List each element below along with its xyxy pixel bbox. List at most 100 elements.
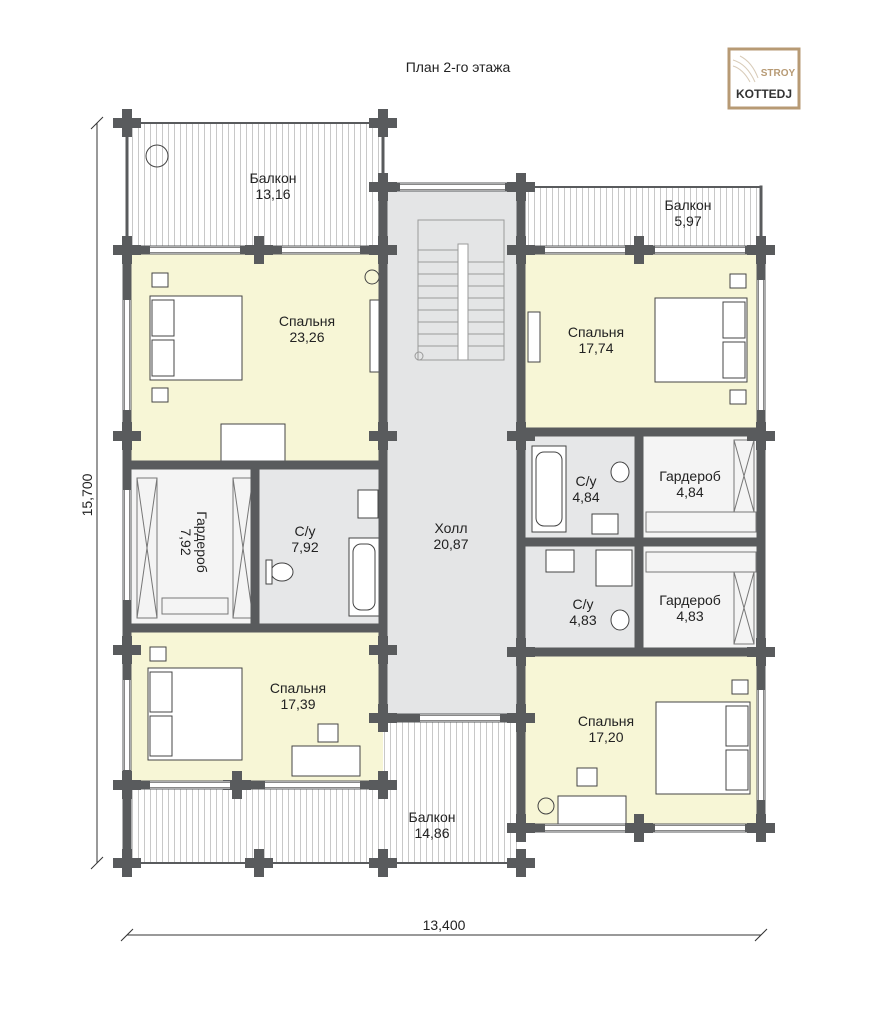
log-corner-post — [369, 771, 397, 799]
log-corner-post — [507, 704, 535, 732]
room-name: Спальня — [578, 713, 634, 729]
window — [545, 824, 625, 832]
staircase — [414, 219, 505, 361]
window — [545, 246, 625, 254]
balcony-top-left — [127, 123, 383, 250]
room-name: Спальня — [279, 313, 335, 329]
log-corner-post — [369, 704, 397, 732]
room-name: Спальня — [270, 680, 326, 696]
toilet-icon — [610, 461, 630, 483]
window — [150, 781, 230, 789]
room-name: Гардероб — [659, 592, 721, 608]
log-corner-post — [369, 636, 397, 664]
room-area: 17,20 — [588, 729, 623, 745]
pillow-icon — [725, 705, 749, 747]
log-corner-post — [245, 236, 273, 264]
log-corner-post — [369, 849, 397, 877]
room-area: 4,84 — [676, 484, 703, 500]
log-corner-post — [507, 638, 535, 666]
log-corner-post — [369, 109, 397, 137]
log-corner-post — [113, 109, 141, 137]
log-corner-post — [747, 638, 775, 666]
log-corner-post — [507, 173, 535, 201]
room-area: 20,87 — [433, 536, 468, 552]
log-corner-post — [223, 771, 251, 799]
log-corner-post — [369, 236, 397, 264]
toilet-tank-icon — [265, 559, 273, 585]
nightstand-icon — [151, 387, 169, 403]
pillow-icon — [151, 339, 175, 377]
plan-title: План 2-го этажа — [406, 59, 511, 75]
room-area: 17,39 — [280, 696, 315, 712]
window — [123, 300, 131, 410]
window — [420, 714, 500, 722]
room-area: 14,86 — [414, 825, 449, 841]
room-area: 4,84 — [572, 489, 599, 505]
room-area: 17,74 — [578, 340, 613, 356]
window — [655, 824, 745, 832]
toilet-icon — [270, 562, 294, 582]
nightstand-icon — [151, 272, 169, 288]
log-corner-post — [113, 771, 141, 799]
table-set-icon — [145, 144, 169, 168]
pillow-icon — [725, 749, 749, 791]
log-corner-post — [113, 236, 141, 264]
logo-lines-icon — [732, 55, 759, 83]
logo: STROY KOTTEDJ — [727, 47, 801, 110]
room-name: С/у — [295, 523, 316, 539]
room-name: Гардероб — [194, 511, 210, 573]
room-area: 5,97 — [674, 213, 701, 229]
pillow-icon — [149, 715, 173, 757]
room-area: 13,16 — [255, 186, 290, 202]
windows-and-doors — [123, 183, 765, 832]
window — [282, 246, 360, 254]
logo-line2: KOTTEDJ — [736, 87, 792, 101]
log-corner-post — [507, 814, 535, 842]
nightstand-icon — [149, 646, 167, 662]
plant-icon — [537, 797, 555, 815]
dresser-icon — [527, 311, 541, 363]
room-name: С/у — [573, 596, 594, 612]
shower-icon — [595, 549, 633, 587]
room-area: 4,83 — [676, 608, 703, 624]
furniture — [145, 144, 751, 827]
log-corner-post — [747, 422, 775, 450]
room-name: Гардероб — [659, 468, 721, 484]
log-corner-post — [625, 236, 653, 264]
window — [123, 680, 131, 770]
bathtub-inner-icon — [352, 543, 376, 611]
room-name: Балкон — [250, 170, 297, 186]
pillow-icon — [151, 299, 175, 337]
log-corner-post — [747, 236, 775, 264]
sink-icon — [357, 489, 379, 519]
logo-line1: STROY — [761, 68, 796, 79]
pillow-icon — [722, 341, 746, 379]
room-area: 4,83 — [569, 612, 596, 628]
room-name: Спальня — [568, 324, 624, 340]
log-corner-post — [507, 849, 535, 877]
nightstand-icon — [731, 679, 749, 695]
room-name: Балкон — [665, 197, 712, 213]
wardrobe-7-92-floor — [127, 465, 255, 628]
window — [123, 490, 131, 600]
sofa-icon — [220, 423, 286, 463]
sink-icon — [545, 549, 575, 573]
log-corner-post — [113, 422, 141, 450]
desk-icon — [557, 795, 627, 827]
window — [150, 246, 240, 254]
room-name: С/у — [576, 473, 597, 489]
dimension-width: 13,400 — [423, 917, 466, 933]
room-name: Холл — [435, 520, 468, 536]
log-corner-post — [113, 636, 141, 664]
logo-frame — [727, 47, 801, 110]
room-area: 7,92 — [291, 539, 318, 555]
dimension-lines — [90, 116, 768, 942]
log-corner-post — [369, 422, 397, 450]
desk-icon — [291, 745, 361, 777]
hall-floor — [383, 187, 521, 718]
window — [265, 781, 360, 789]
room-area: 23,26 — [289, 329, 324, 345]
room-name: Балкон — [409, 809, 456, 825]
